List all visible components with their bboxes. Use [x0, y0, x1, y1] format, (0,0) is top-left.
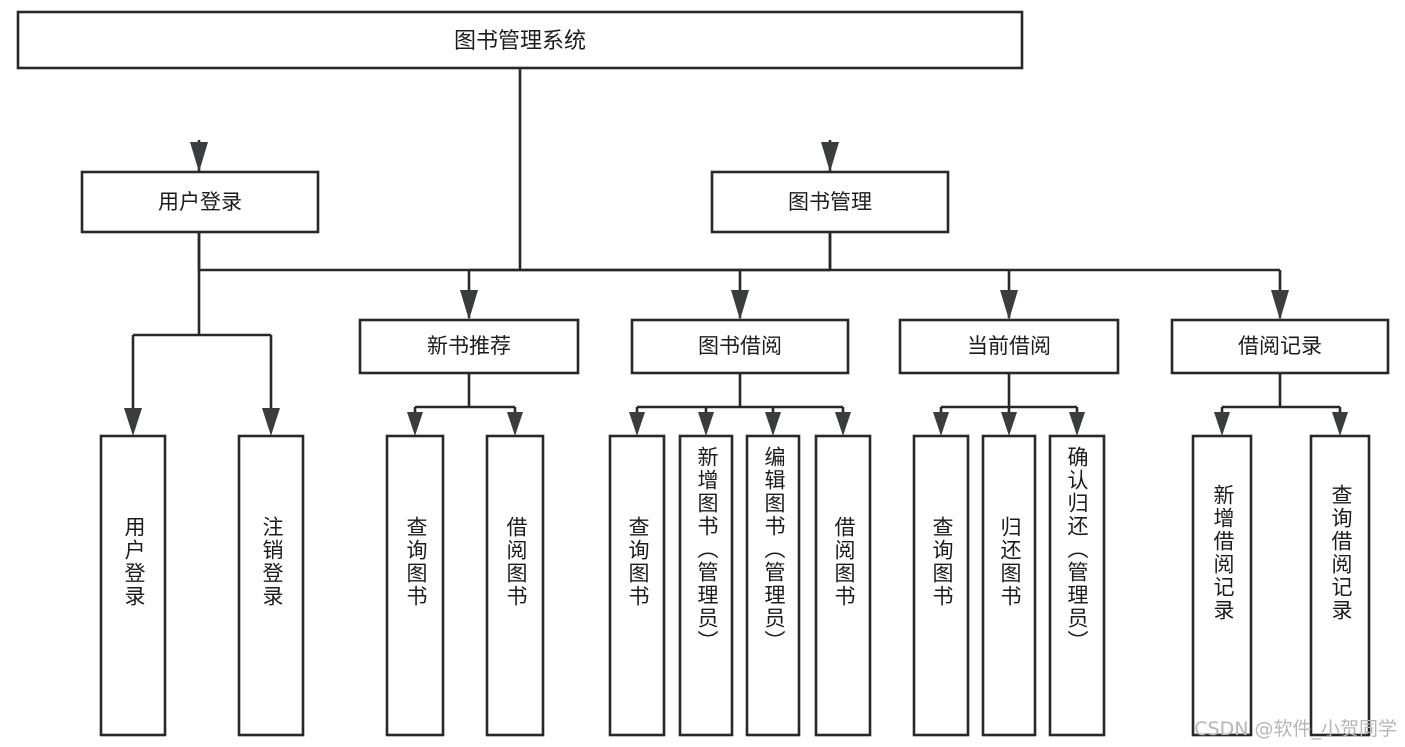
node-leaf-query-book-1-box[interactable]	[385, 434, 445, 737]
arrow-head-icon-leaf-7	[765, 412, 781, 436]
node-book-borrow-label: 图书借阅	[698, 334, 782, 358]
node-root-box[interactable]	[16, 10, 1024, 70]
arrow-head-group	[124, 142, 1348, 436]
node-leaf-user-logout-box[interactable]	[237, 434, 305, 737]
node-book-borrow[interactable]: 图书借阅	[630, 318, 850, 375]
node-leaf-return-book-box[interactable]	[981, 434, 1037, 737]
arrow-head-icon-borrow-record	[1271, 290, 1289, 320]
arrow-head-icon-user-login	[190, 142, 208, 172]
node-root[interactable]: 图书管理系统	[16, 10, 1024, 70]
arrow-head-icon-leaf-13	[1332, 412, 1348, 436]
arrow-head-icon-leaf-11	[1069, 412, 1085, 436]
node-borrow-record-label: 借阅记录	[1238, 334, 1322, 358]
arrow-head-icon-new-book	[460, 290, 478, 320]
arrow-head-icon-leaf-1	[124, 408, 142, 436]
node-leaf-add-record-box[interactable]	[1191, 434, 1253, 737]
node-leaf-edit-book-box[interactable]	[745, 434, 801, 737]
arrow-head-icon-leaf-6	[698, 412, 714, 436]
node-user-login[interactable]: 用户登录	[80, 170, 320, 234]
node-leaf-query-book-3-box[interactable]	[912, 434, 970, 737]
connector-group-root	[197, 68, 832, 272]
arrow-head-icon-current-borrow	[1000, 290, 1018, 320]
node-leaf-confirm-return-box[interactable]	[1048, 434, 1106, 737]
node-user-login-label: 用户登录	[158, 190, 242, 214]
arrow-head-icon-book-manage	[821, 142, 839, 172]
node-leaf-borrow-book-1-box[interactable]	[485, 434, 545, 737]
node-book-borrow-box[interactable]	[630, 318, 850, 375]
arrow-head-icon-leaf-5	[629, 412, 645, 436]
node-borrow-record-box[interactable]	[1170, 318, 1390, 375]
arrow-head-icon-leaf-3	[407, 412, 423, 436]
arrow-head-icon-leaf-12	[1214, 412, 1230, 436]
node-current-borrow[interactable]: 当前借阅	[898, 318, 1120, 375]
arrow-head-icon-leaf-2	[262, 408, 280, 436]
node-leaf-query-book-2-box[interactable]	[608, 434, 666, 737]
node-new-book-recommend[interactable]: 新书推荐	[358, 318, 580, 375]
arrow-head-icon-leaf-9	[933, 412, 949, 436]
arrow-head-icon-leaf-10	[1001, 412, 1017, 436]
node-current-borrow-label: 当前借阅	[967, 334, 1051, 358]
connector-group-level2	[413, 373, 1342, 424]
node-leaf-borrow-book-2-box[interactable]	[814, 434, 872, 737]
node-leaf-add-book-box[interactable]	[678, 434, 734, 737]
watermark-text: CSDN @软件_小贺同学	[1194, 718, 1397, 740]
node-leaf-user-login-box[interactable]	[99, 434, 167, 737]
node-new-book-recommend-box[interactable]	[358, 318, 580, 375]
arrow-head-icon-leaf-8	[835, 412, 851, 436]
arrow-head-icon-leaf-4	[507, 412, 523, 436]
node-book-manage-box[interactable]	[710, 170, 950, 234]
node-user-login-box[interactable]	[80, 170, 320, 234]
node-leaf-query-record-box[interactable]	[1309, 434, 1371, 737]
node-book-manage-label: 图书管理	[788, 190, 872, 214]
node-new-book-recommend-label: 新书推荐	[427, 334, 511, 358]
leaf-box-group	[99, 434, 1371, 737]
node-current-borrow-box[interactable]	[898, 318, 1120, 375]
arrow-head-icon-book-borrow	[731, 290, 749, 320]
node-root-label: 图书管理系统	[454, 29, 586, 54]
node-borrow-record[interactable]: 借阅记录	[1170, 318, 1390, 375]
node-book-manage[interactable]: 图书管理	[710, 170, 950, 234]
